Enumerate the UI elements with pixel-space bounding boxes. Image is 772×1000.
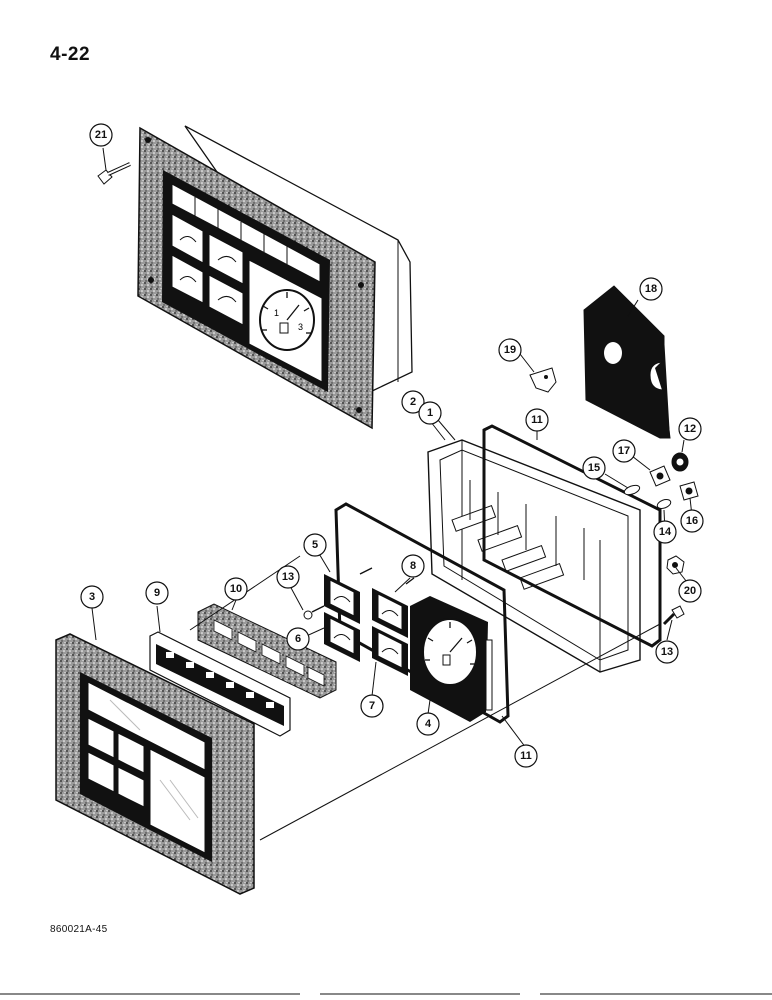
page-number: 4-22 [50, 44, 91, 65]
callout-1: 1 [418, 401, 442, 425]
callout-16: 16 [680, 509, 704, 533]
small-gauges [303, 567, 415, 676]
callout-8: 8 [401, 554, 425, 578]
callout-21: 21 [89, 123, 113, 147]
bolt [97, 162, 131, 185]
warning-lamp-lens [197, 603, 337, 699]
svg-text:3: 3 [89, 591, 95, 603]
callout-9: 9 [145, 581, 169, 605]
callout-11-front: 11 [514, 744, 538, 768]
rear-seal-ring [482, 424, 662, 648]
gauge-digit-left: 1 [274, 308, 279, 318]
callout-15: 15 [582, 456, 606, 480]
svg-text:16: 16 [686, 515, 698, 527]
svg-text:1: 1 [427, 407, 433, 419]
callout-13-left: 13 [276, 565, 300, 589]
assembled-instrument-panel: 1 3 [137, 125, 413, 430]
figure-reference-code: 860021A-45 [50, 924, 108, 935]
svg-text:8: 8 [410, 560, 416, 572]
connector-parts [623, 452, 699, 626]
callout-12: 12 [678, 417, 702, 441]
callout-5: 5 [303, 533, 327, 557]
callout-2: 2 [401, 390, 425, 414]
svg-text:10: 10 [230, 583, 242, 595]
retaining-clip [529, 367, 557, 393]
callout-17: 17 [612, 439, 636, 463]
callout-18: 18 [639, 277, 663, 301]
svg-text:11: 11 [531, 414, 543, 426]
svg-text:9: 9 [154, 587, 160, 599]
svg-text:7: 7 [369, 700, 375, 712]
rear-cover-gasket [583, 285, 671, 439]
callout-20: 20 [678, 579, 702, 603]
callout-11-rear: 11 [525, 408, 549, 432]
svg-text:14: 14 [659, 526, 672, 538]
svg-text:15: 15 [588, 462, 600, 474]
speedometer-gauge [410, 596, 493, 722]
svg-text:13: 13 [661, 646, 673, 658]
callout-14: 14 [653, 520, 677, 544]
svg-text:21: 21 [95, 129, 107, 141]
callout-4: 4 [416, 712, 440, 736]
svg-text:5: 5 [312, 539, 318, 551]
callout-13-right: 13 [655, 640, 679, 664]
svg-text:18: 18 [645, 283, 657, 295]
svg-text:12: 12 [684, 423, 696, 435]
indicator-light-bar [149, 631, 291, 737]
svg-text:20: 20 [684, 585, 696, 597]
callout-3: 3 [80, 585, 104, 609]
gauge-digit-right: 3 [298, 322, 303, 332]
front-bezel [55, 633, 255, 895]
svg-text:13: 13 [282, 571, 294, 583]
callout-19: 19 [498, 338, 522, 362]
callout-10: 10 [224, 577, 248, 601]
svg-text:11: 11 [520, 750, 532, 762]
svg-text:6: 6 [295, 633, 301, 645]
svg-text:19: 19 [504, 344, 516, 356]
callout-7: 7 [360, 694, 384, 718]
callout-6: 6 [286, 627, 310, 651]
svg-text:2: 2 [410, 396, 416, 408]
svg-text:4: 4 [425, 718, 432, 730]
svg-text:17: 17 [618, 445, 630, 457]
